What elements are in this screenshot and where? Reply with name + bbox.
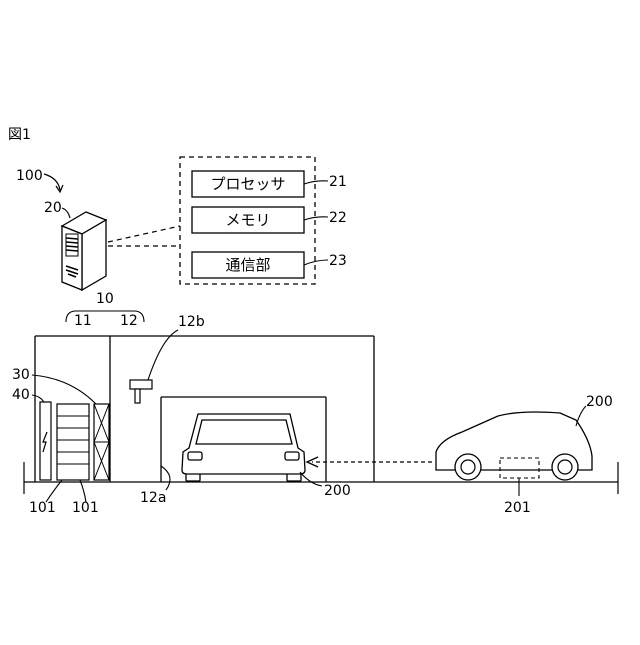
charger-leader — [32, 395, 44, 402]
label-entrance: 12a — [140, 490, 166, 506]
label-vehicle-parked: 200 — [324, 483, 351, 499]
memory-text: メモリ — [225, 211, 270, 229]
server-leader — [62, 208, 70, 218]
camera-leader — [148, 330, 178, 380]
rack-unit — [94, 404, 109, 480]
label-battery-right: 101 — [72, 500, 99, 516]
label-section-a: 11 — [74, 313, 92, 329]
ref-21: 21 — [329, 174, 347, 190]
label-facility: 10 — [96, 291, 114, 307]
label-system: 100 — [16, 168, 43, 184]
vehicle-front — [182, 414, 305, 481]
label-vehicle-road: 200 — [586, 394, 613, 410]
leader-23 — [304, 260, 328, 265]
label-battery-left: 101 — [29, 500, 56, 516]
battery-shelf — [57, 404, 89, 480]
entrance-leader — [161, 466, 170, 490]
ref-23: 23 — [329, 253, 347, 269]
camera-icon — [130, 380, 152, 403]
processor-text: プロセッサ — [210, 175, 285, 193]
vehicle-parked-leader — [300, 472, 322, 486]
server-icon — [62, 212, 106, 290]
server-connector-top — [108, 226, 180, 242]
ref-22: 22 — [329, 210, 347, 226]
figure-title: 図1 — [8, 127, 31, 143]
label-camera: 12b — [178, 314, 205, 330]
label-vehicle-port: 201 — [504, 500, 531, 516]
battery-left-leader — [46, 480, 62, 502]
label-section-b: 12 — [120, 313, 138, 329]
leader-21 — [304, 181, 328, 184]
label-server: 20 — [44, 200, 62, 216]
label-rack-block: 30 — [12, 367, 30, 383]
comm-text: 通信部 — [225, 256, 270, 274]
vehicle-side — [436, 412, 592, 480]
label-charger: 40 — [12, 387, 30, 403]
leader-22 — [304, 217, 328, 220]
charger-unit — [40, 402, 51, 480]
battery-right-leader — [80, 480, 86, 502]
